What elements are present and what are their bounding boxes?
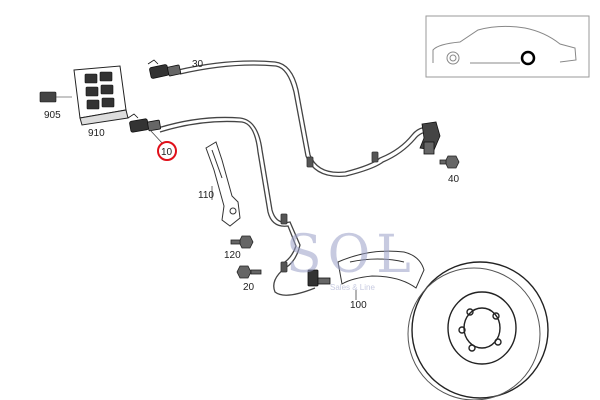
brake-disc-icon (407, 261, 549, 400)
part-label-120: 120 (224, 250, 241, 261)
connector-30: 30 (147, 59, 204, 79)
bolt-icon (439, 155, 460, 169)
part-label-910: 910 (88, 128, 105, 139)
watermark-text: SOL (286, 225, 417, 285)
bolt-120: 120 (224, 235, 254, 261)
bolt-20: 20 (236, 265, 262, 293)
wheel-speed-sensor (307, 269, 331, 287)
cable-clips (280, 151, 379, 273)
control-module-910: 905 910 (39, 65, 129, 139)
sensor-connector-40: 40 (419, 121, 460, 185)
bolt-icon (230, 235, 254, 249)
bolt-icon (236, 265, 262, 279)
part-label-40: 40 (448, 174, 460, 185)
part-label-110: 110 (198, 190, 214, 201)
splash-shield-100 (337, 250, 425, 300)
part-label-20: 20 (243, 282, 255, 293)
connector-10: 10 (127, 113, 177, 161)
wheel-position-marker (520, 50, 536, 66)
connector-icon (39, 91, 72, 103)
part-label-30: 30 (192, 59, 204, 70)
bracket-110 (205, 141, 241, 227)
watermark-subtext: Sales & Line (330, 283, 375, 292)
part-label-10: 10 (161, 147, 173, 158)
sensor-cables (157, 60, 435, 296)
highlight-ring (157, 141, 177, 161)
connector-icon (127, 113, 162, 133)
part-label-100: 100 (350, 300, 367, 311)
car-side-icon (432, 25, 577, 65)
car-locator-inset (425, 15, 590, 78)
connector-icon (147, 59, 182, 79)
part-label-905: 905 (44, 110, 61, 121)
watermark-logo: SOL Sales & Line (286, 225, 417, 292)
